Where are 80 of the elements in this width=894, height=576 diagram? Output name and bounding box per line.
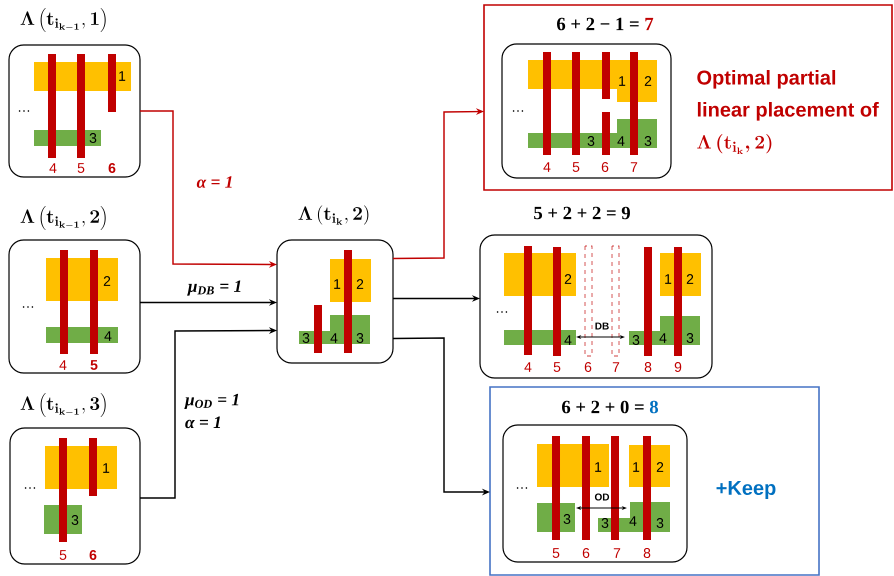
cell-number: 4	[564, 335, 572, 345]
column-number: 6	[602, 162, 608, 172]
cell-number: 3	[356, 333, 364, 343]
cell-number: 1	[334, 279, 340, 289]
placement-board	[9, 427, 141, 565]
column-number: 8	[644, 362, 652, 372]
cell-number: 1	[595, 462, 602, 472]
cell-number: 4	[330, 333, 338, 343]
cell-number: 3	[632, 335, 640, 345]
board-heading: 6 + 2 + 0 = 8	[562, 400, 658, 414]
column-number: 5	[552, 548, 560, 558]
column-number: 4	[49, 163, 56, 173]
cell-number: 3	[656, 518, 664, 528]
cell-number: 1	[665, 274, 672, 284]
board-heading: $\mathbf{\Lambda}\left(\mathbf{t}_{\mathbf{i}_{\mathbf{k-1}}},\mathbf{1}\right)$	[20, 8, 106, 32]
keep-label: +Keep	[716, 481, 776, 499]
cell-number: 2	[356, 279, 364, 289]
placement-board	[8, 239, 141, 374]
cell-number: 3	[302, 333, 310, 343]
cell-number: 3	[564, 514, 570, 524]
ellipsis: …	[512, 110, 524, 112]
cell-number: 4	[659, 333, 666, 343]
cell-number: 2	[656, 462, 664, 472]
ellipsis: …	[18, 110, 30, 112]
cell-number: 1	[633, 462, 640, 472]
edge-label: μ$_{OD}$ = 1 α = 1	[184, 392, 248, 430]
cell-number: 3	[686, 333, 694, 343]
column-number: 5	[60, 550, 66, 560]
column-number: 5	[554, 362, 560, 372]
column-number: 6	[108, 163, 116, 173]
column-number: 4	[543, 162, 550, 172]
column-number: 6	[582, 548, 590, 558]
board-heading: $\mathbf{\Lambda}\left(\mathbf{t}_{\mathbf{i}_{\mathbf{k-1}}},\mathbf{3}\right)$	[20, 393, 106, 417]
cell-number: 3	[588, 136, 594, 146]
board-heading: 5 + 2 + 2 = 9	[534, 206, 630, 220]
highlight-frame	[483, 4, 893, 191]
column-number: 4	[524, 362, 532, 372]
cell-number: 3	[90, 133, 96, 143]
cell-number: 3	[72, 515, 78, 525]
cell-number: 2	[686, 274, 694, 284]
column-number: 5	[90, 360, 98, 370]
gap-label: OD	[594, 493, 610, 501]
cell-number: 1	[103, 463, 110, 473]
cell-number: 3	[644, 136, 652, 146]
column-number: 9	[674, 362, 682, 372]
column-number: 7	[614, 548, 620, 558]
cell-number: 4	[629, 516, 636, 526]
edge-label: α = 1	[195, 174, 235, 190]
cell-number: 1	[619, 76, 626, 86]
cell-number: 3	[602, 518, 608, 528]
ellipsis: …	[496, 311, 508, 313]
board-heading: $\mathbf{\Lambda}\left(\mathbf{t}_{\mathbf{i}_{\mathbf{k}}},\mathbf{2}\right)$	[298, 205, 368, 225]
column-number: 5	[572, 162, 580, 172]
cell-number: 2	[564, 274, 572, 284]
column-number: 6	[90, 550, 96, 560]
ellipsis: …	[24, 487, 36, 489]
column-number: 5	[78, 163, 84, 173]
column-number: 4	[59, 360, 66, 370]
placement-board	[502, 424, 688, 563]
ellipsis: …	[22, 306, 34, 308]
placement-board	[501, 43, 672, 179]
board-heading: 6 + 2 − 1 = 7	[557, 18, 654, 30]
cell-number: 4	[104, 331, 112, 341]
column-number: 8	[644, 548, 650, 558]
gap-label: DB	[595, 322, 609, 330]
placement-board	[8, 44, 141, 178]
cell-number: 4	[617, 136, 624, 146]
column-number: 7	[630, 162, 638, 172]
ellipsis: …	[516, 487, 528, 489]
placement-board	[479, 234, 713, 379]
highlight-frame	[489, 386, 820, 576]
column-number: 6	[584, 362, 592, 372]
edge-label: μ$_{DB}$ = 1	[186, 279, 244, 297]
cell-number: 1	[119, 71, 126, 81]
column-number: 7	[612, 362, 620, 372]
cell-number: 2	[644, 76, 652, 86]
board-heading: $\mathbf{\Lambda}\left(\mathbf{t}_{\mathbf{i}_{\mathbf{k-1}}},\mathbf{2}\right)$	[20, 206, 106, 230]
note-text: Optimal partial linear placement of $\mathbf{\Lambda}\left(\mathbf{t}_{\mathbf{i}_{\mathbf{k}}},\mathbf{2}\right)$	[697, 70, 879, 154]
placement-board	[276, 239, 394, 364]
cell-number: 2	[104, 276, 110, 286]
